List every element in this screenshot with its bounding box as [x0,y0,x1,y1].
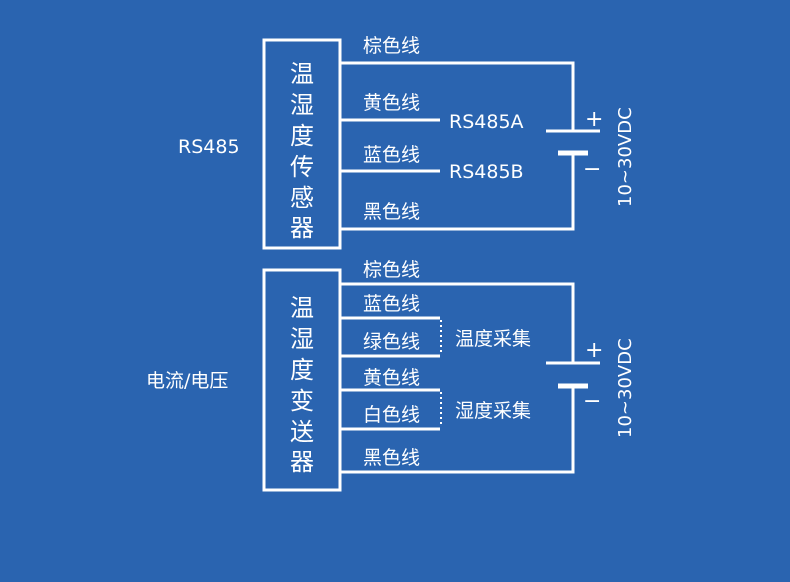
top-wire-black [340,153,575,231]
top-box-char: 传 [290,153,314,181]
bottom-wire-label: 蓝色线 [363,293,420,315]
bottom-minus-sign: − [583,389,601,414]
bottom-voltage-label: 10~30VDC [615,338,636,438]
bottom-wire-label: 白色线 [363,404,420,426]
top-box-char: 感 [290,184,314,212]
bottom-wire-label: 棕色线 [363,259,420,281]
top-voltage-label: 10~30VDC [615,107,636,207]
bottom-box-char: 湿 [290,325,314,353]
bottom-wire-label: 黄色线 [363,367,420,389]
bottom-plus-sign: + [585,338,603,363]
bottom-wire-label: 绿色线 [363,331,420,353]
top-wire-label: 黑色线 [363,201,420,223]
temp-group-label: 温度采集 [455,328,531,350]
top-box-char: 器 [290,214,314,242]
bottom-device-box [262,268,342,492]
top-wire-label: 蓝色线 [363,144,420,166]
top-box-char: 温 [290,60,314,88]
bottom-wire-black [340,386,575,474]
bottom-wire-label: 黑色线 [363,447,420,469]
top-plus-sign: + [585,107,603,132]
top-wire-label: 棕色线 [363,35,420,57]
bottom-side-label: 电流/电压 [146,370,228,392]
top-block: RS485 温 湿 度 传 感 器 棕色线 黄色线 蓝色线 黑色线 RS485A… [178,35,636,250]
top-wire-brown [340,61,575,131]
bottom-box-char: 变 [290,387,314,415]
bottom-box-char: 器 [290,448,314,476]
top-minus-sign: − [583,157,601,182]
top-side-label: RS485 [178,136,240,158]
top-device-box [262,38,342,250]
humidity-group-label: 湿度采集 [455,400,531,422]
bottom-box-char: 送 [290,418,314,446]
top-wire-label: 黄色线 [363,92,420,114]
top-box-char: 度 [290,122,314,150]
top-box-char: 湿 [290,91,314,119]
bottom-box-char: 度 [290,356,314,384]
bottom-wire-brown [340,282,575,363]
bottom-box-char: 温 [290,294,314,322]
bottom-block: 电流/电压 温 湿 度 变 送 器 棕色线 蓝色线 绿色线 黄色线 白色线 黑色… [146,259,636,492]
top-pin-label: RS485B [449,161,524,183]
top-pin-label: RS485A [449,111,524,133]
